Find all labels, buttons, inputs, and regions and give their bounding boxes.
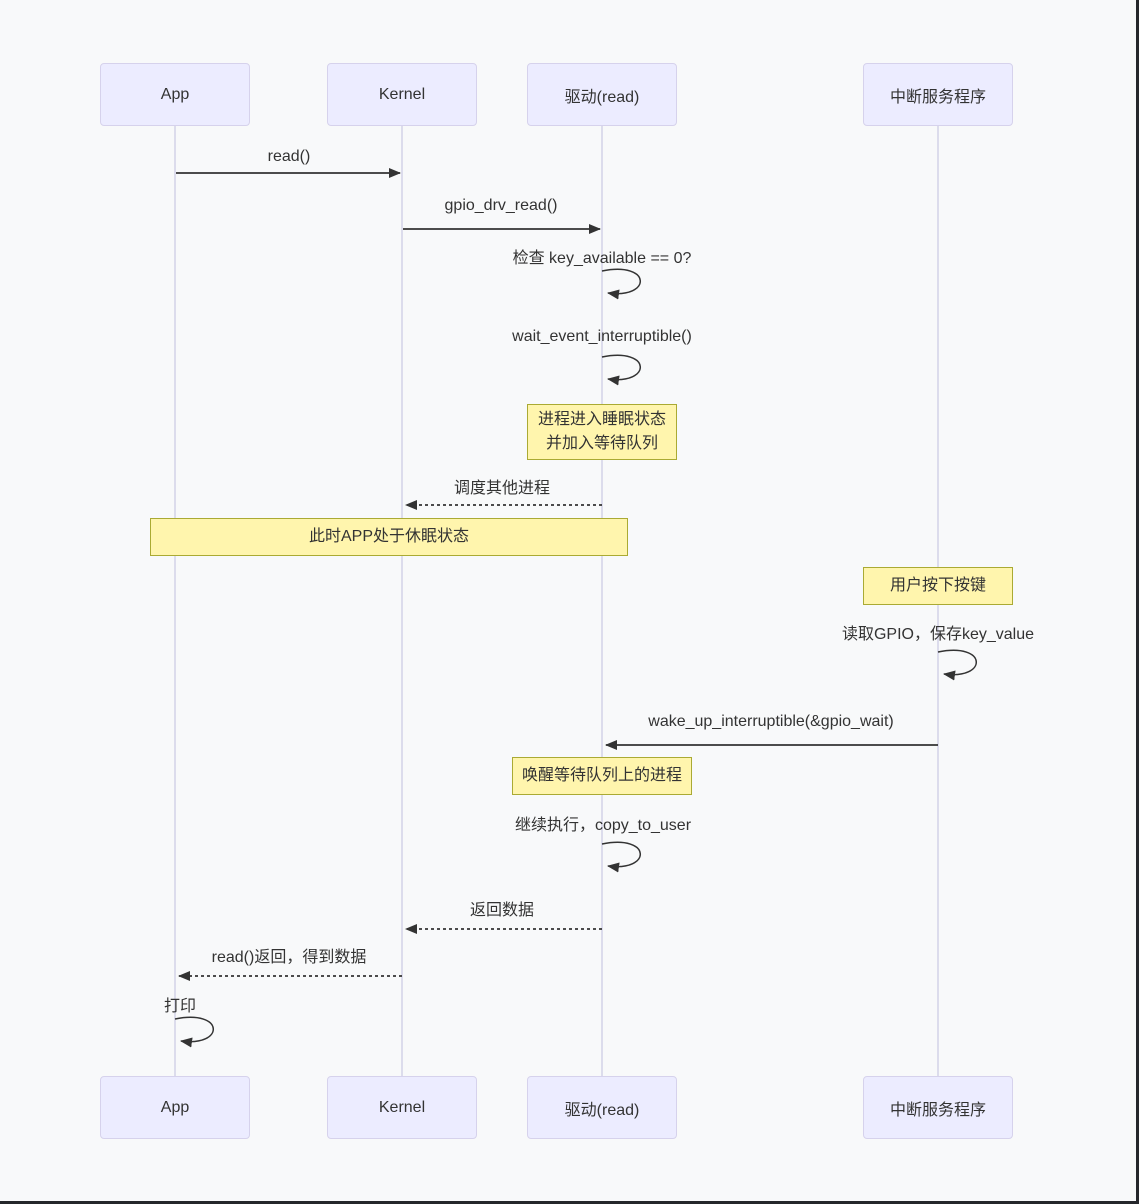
actor-bottom-app: App	[100, 1076, 250, 1139]
message-label-wait-event: wait_event_interruptible()	[512, 328, 692, 345]
note-line: 进程进入睡眠状态	[537, 411, 666, 428]
note-line: 唤醒等待队列上的进程	[521, 767, 682, 784]
actor-label: Kernel	[378, 1098, 426, 1116]
note-user-presses-key: 用户按下按键	[863, 567, 1013, 605]
actor-top-driver: 驱动(read)	[527, 63, 677, 126]
actor-top-isr: 中断服务程序	[863, 63, 1013, 126]
selfloop-copy-to-user	[601, 841, 641, 873]
note-line: 用户按下按键	[889, 577, 986, 594]
actor-label: Kernel	[378, 85, 426, 103]
actor-label: 中断服务程序	[889, 1101, 986, 1119]
selfloop-check-key-available	[601, 268, 641, 300]
actor-label: 驱动(read)	[564, 1101, 640, 1119]
message-label-read-returns: read()返回，得到数据	[211, 949, 367, 966]
message-label-read-gpio: 读取GPIO，保存key_value	[841, 626, 1035, 643]
actor-top-kernel: Kernel	[327, 63, 477, 126]
actor-bottom-driver: 驱动(read)	[527, 1076, 677, 1139]
message-label-gpio-drv-read: gpio_drv_read()	[444, 197, 558, 214]
message-label-copy-to-user: 继续执行，copy_to_user	[514, 817, 692, 834]
actor-label: 中断服务程序	[889, 88, 986, 106]
note-sleep-and-wait-queue: 进程进入睡眠状态 并加入等待队列	[527, 404, 677, 460]
actor-top-app: App	[100, 63, 250, 126]
note-app-sleeping: 此时APP处于休眠状态	[150, 518, 628, 556]
message-label-schedule-others: 调度其他进程	[453, 480, 551, 497]
lifeline-app	[174, 126, 176, 1076]
note-line: 并加入等待队列	[545, 435, 658, 452]
actor-bottom-isr: 中断服务程序	[863, 1076, 1013, 1139]
message-label-wake-up: wake_up_interruptible(&gpio_wait)	[648, 713, 894, 730]
actor-bottom-kernel: Kernel	[327, 1076, 477, 1139]
selfloop-read-gpio	[937, 649, 977, 681]
message-label-read: read()	[267, 148, 311, 165]
lifeline-driver	[601, 126, 603, 1076]
note-line: 此时APP处于休眠状态	[308, 528, 470, 545]
actor-label: App	[160, 85, 190, 103]
selfloop-wait-event	[601, 354, 641, 386]
message-label-return-data: 返回数据	[469, 902, 535, 919]
actor-label: 驱动(read)	[564, 88, 640, 106]
message-label-print: 打印	[163, 998, 197, 1015]
note-wake-wait-queue: 唤醒等待队列上的进程	[512, 757, 692, 795]
actor-label: App	[160, 1098, 190, 1116]
selfloop-print	[174, 1016, 214, 1048]
message-label-check-key: 检查 key_available == 0?	[512, 250, 692, 267]
lifeline-kernel	[401, 126, 403, 1076]
